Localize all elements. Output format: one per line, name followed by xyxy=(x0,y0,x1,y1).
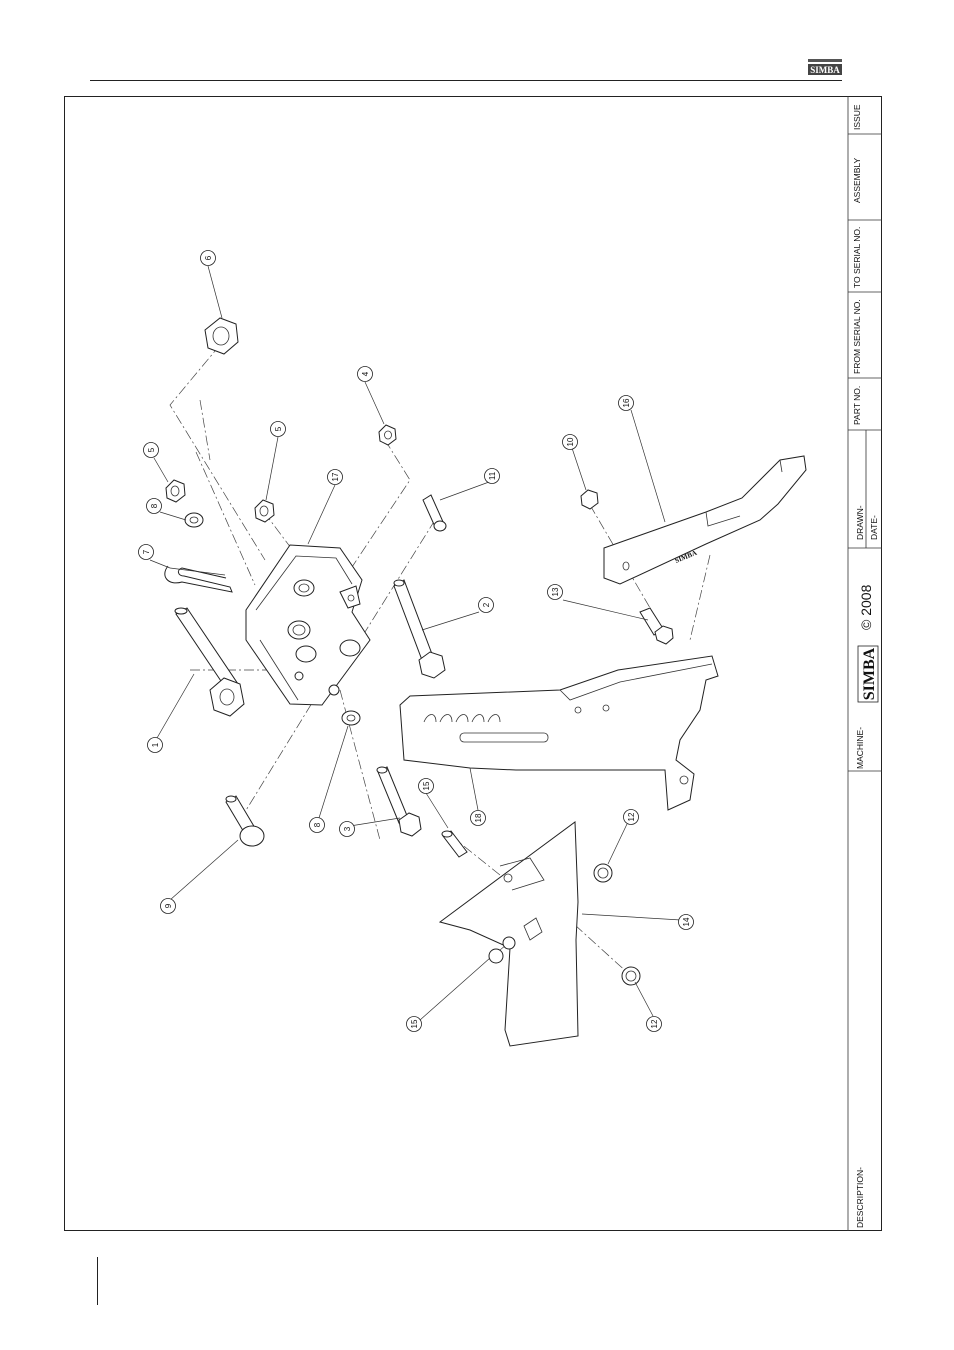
callout-balloon: 8 xyxy=(147,499,162,514)
callout-balloon: 4 xyxy=(358,367,373,382)
callout-balloon: 10 xyxy=(563,435,578,450)
part-5-nut-a xyxy=(166,480,185,502)
callout-balloon: 5 xyxy=(271,422,286,437)
title-logo-text: SIMBA xyxy=(861,647,878,700)
callout-label: 6 xyxy=(204,255,213,260)
callout-balloon: 6 xyxy=(201,251,216,266)
part-17-bracket xyxy=(246,545,370,705)
footer-rule xyxy=(97,1257,98,1305)
callout-label: 5 xyxy=(274,426,283,431)
part-8-washer-b xyxy=(342,711,360,725)
callout-label: 11 xyxy=(488,471,497,480)
callout-balloon: 16 xyxy=(619,396,634,411)
callout-balloon: 13 xyxy=(548,585,563,600)
part-6-nut xyxy=(205,318,238,354)
part-12-nut-a xyxy=(594,864,612,882)
callout-label: 8 xyxy=(313,822,322,827)
callout-balloon: 9 xyxy=(161,899,176,914)
callout-balloon: 1 xyxy=(148,738,163,753)
callout-label: 16 xyxy=(622,398,631,407)
callout-label: 5 xyxy=(147,447,156,452)
part-1-bolt xyxy=(175,608,244,716)
simba-title-logo: SIMBA xyxy=(858,646,878,702)
part-4-nut xyxy=(379,425,396,445)
callout-label: 10 xyxy=(566,437,575,446)
part-10-nut xyxy=(581,490,598,509)
part-16-arm: SIMBA xyxy=(604,456,806,584)
callout-balloon: 2 xyxy=(479,598,494,613)
callout-label: 12 xyxy=(650,1019,659,1028)
callout-label: 15 xyxy=(410,1019,419,1028)
callout-label: 12 xyxy=(627,812,636,821)
callout-label: 17 xyxy=(331,472,340,481)
part-7-r-clip xyxy=(165,566,232,592)
callout-balloon: 18 xyxy=(471,811,486,826)
callout-label: 7 xyxy=(142,549,151,554)
callout-balloon: 8 xyxy=(310,818,325,833)
callout-balloon: 15 xyxy=(407,1017,422,1032)
callout-balloon: 12 xyxy=(624,810,639,825)
part-13-bolt xyxy=(640,608,673,644)
callout-balloon: 5 xyxy=(144,443,159,458)
callout-label: 4 xyxy=(361,371,370,376)
part-9-pin xyxy=(226,796,264,846)
callout-balloon: 14 xyxy=(679,915,694,930)
callout-balloon: 7 xyxy=(139,545,154,560)
callout-label: 9 xyxy=(164,903,173,908)
part-5-nut-b xyxy=(255,500,274,522)
callout-balloon: 3 xyxy=(340,822,355,837)
callout-balloon: 17 xyxy=(328,470,343,485)
callout-label: 8 xyxy=(150,503,159,508)
callout-label: 1 xyxy=(151,742,160,747)
callout-balloon: 12 xyxy=(647,1017,662,1032)
callout-label: 14 xyxy=(682,917,691,926)
callout-label: 13 xyxy=(551,587,560,596)
callout-label: 2 xyxy=(482,602,491,607)
part-8-washer-a xyxy=(185,513,203,527)
part-18-leg xyxy=(400,656,718,810)
part-15-bolt-a xyxy=(442,831,467,857)
part-2-bolt xyxy=(394,580,445,678)
part-11-bolt xyxy=(423,495,446,531)
part-3-bolt xyxy=(377,767,421,836)
callout-label: 18 xyxy=(474,813,483,822)
callout-balloon: 11 xyxy=(485,469,500,484)
part-12-nut-b xyxy=(622,967,640,985)
callout-balloon: 15 xyxy=(419,779,434,794)
callout-label: 15 xyxy=(422,781,431,790)
callout-label: 3 xyxy=(343,826,352,831)
